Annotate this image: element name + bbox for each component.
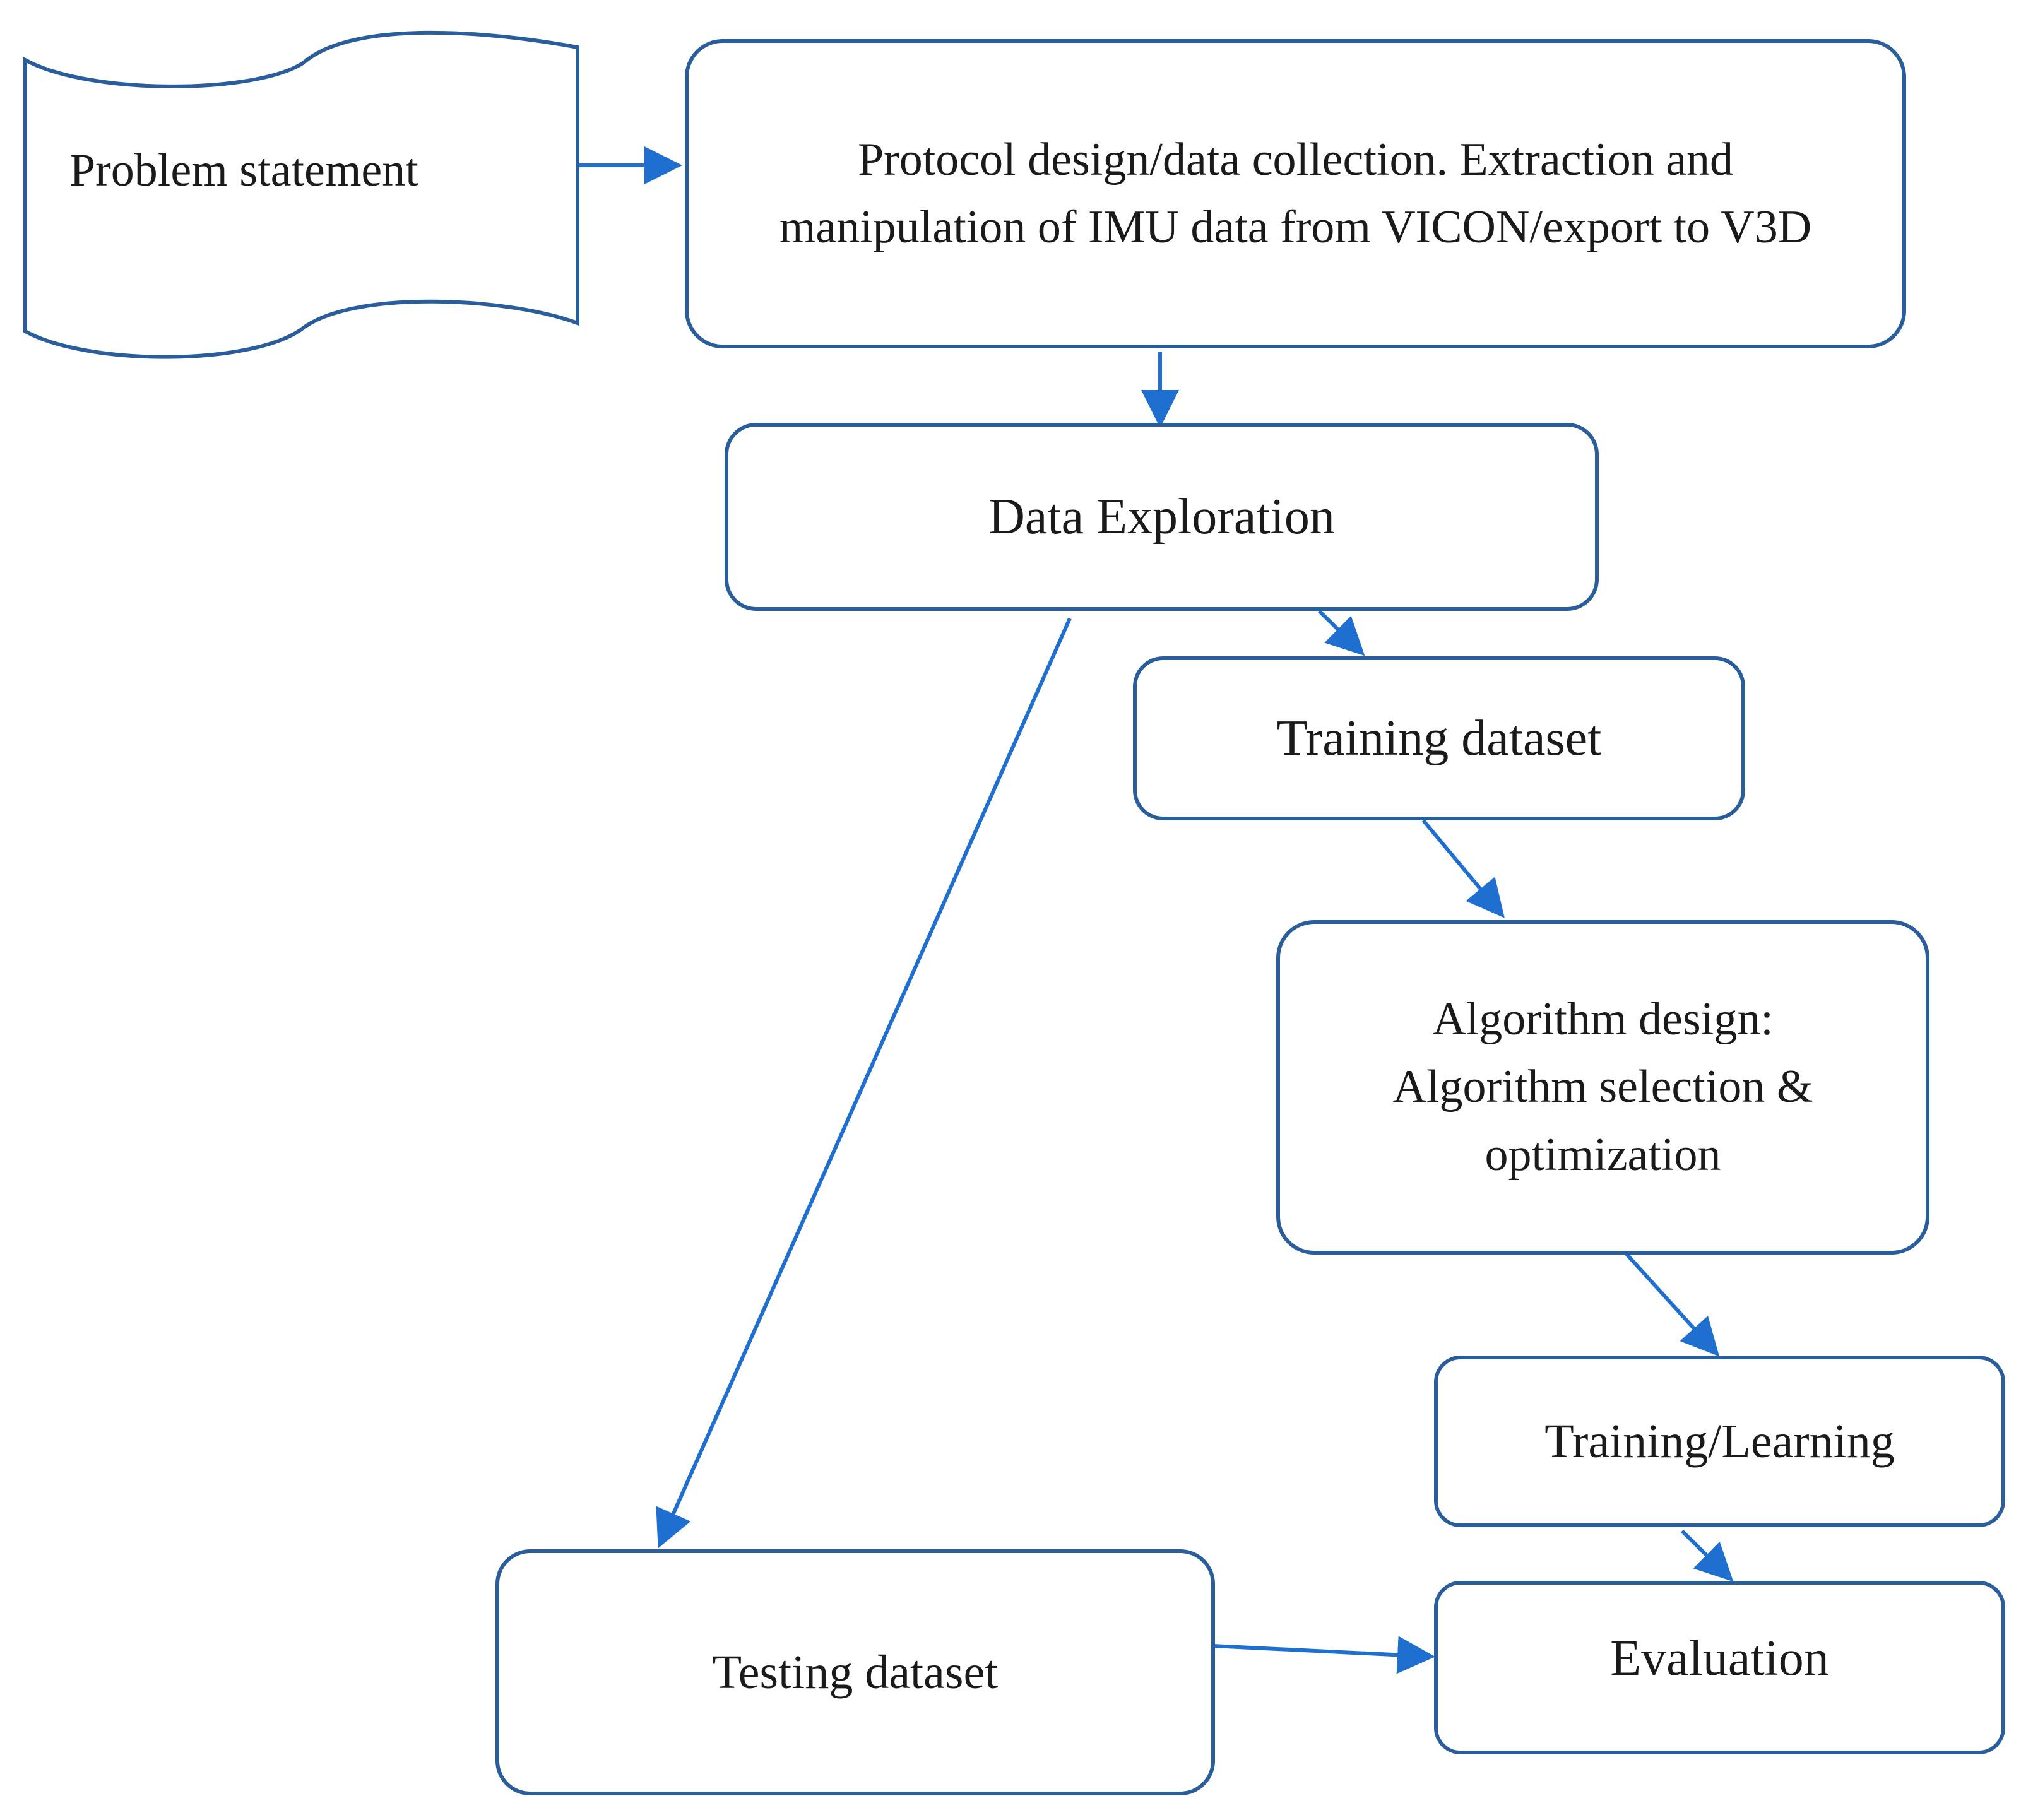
problem-statement-document-shape xyxy=(23,30,579,359)
arrow-training-dataset-to-algorithm xyxy=(1421,819,1505,918)
problem-statement-label: Problem statement xyxy=(69,144,418,196)
testing-dataset-label: Testing dataset xyxy=(712,1645,999,1699)
training-learning-label: Training/Learning xyxy=(1544,1414,1895,1468)
algorithm-design-box: Algorithm design: Algorithm selection & … xyxy=(1276,920,1929,1255)
protocol-design-label: Protocol design/data collection. Extract… xyxy=(779,133,1812,253)
arrow-exploration-to-testing-dataset xyxy=(656,617,1072,1549)
training-learning-box: Training/Learning xyxy=(1434,1356,2005,1527)
arrow-exploration-to-training-dataset xyxy=(1317,609,1365,656)
arrow-training-learning-to-evaluation xyxy=(1680,1529,1734,1582)
testing-dataset-box: Testing dataset xyxy=(495,1549,1215,1795)
evaluation-box: Evaluation xyxy=(1434,1581,2005,1754)
data-exploration-box: Data Exploration xyxy=(725,423,1599,611)
data-exploration-label: Data Exploration xyxy=(988,489,1335,545)
protocol-design-box: Protocol design/data collection. Extract… xyxy=(685,39,1906,348)
algorithm-design-label: Algorithm design: Algorithm selection & … xyxy=(1392,993,1813,1181)
arrow-testing-to-evaluation xyxy=(1212,1636,1435,1674)
evaluation-label: Evaluation xyxy=(1610,1630,1829,1686)
training-dataset-box: Training dataset xyxy=(1133,656,1745,820)
training-dataset-label: Training dataset xyxy=(1276,711,1602,766)
arrow-algorithm-to-training-learning xyxy=(1623,1251,1720,1357)
